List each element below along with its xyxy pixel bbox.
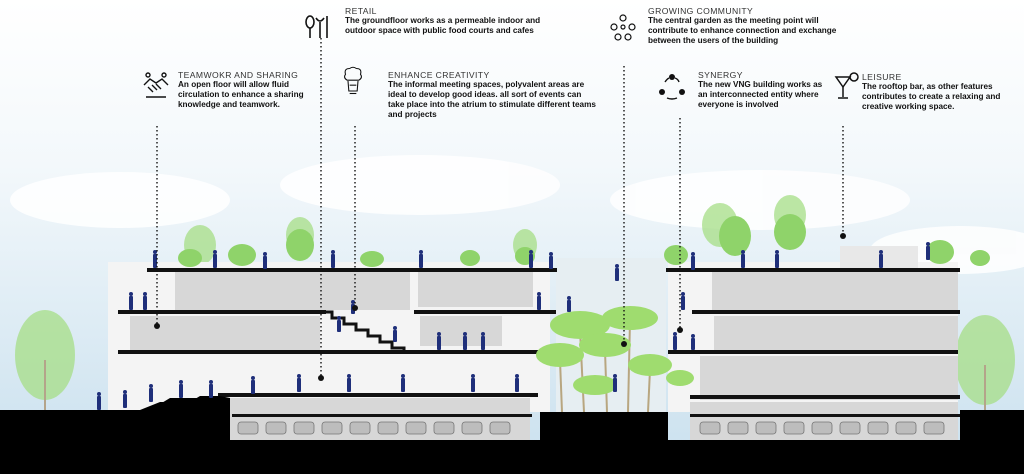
annotation-creativity: ENHANCE CREATIVITY The informal meeting … [388, 70, 598, 120]
atrium-palms [536, 306, 694, 413]
annotation-synergy: SYNERGY The new VNG building works as an… [698, 70, 824, 110]
people-silhouettes [97, 242, 930, 410]
handshake-icon [143, 72, 169, 98]
annotation-leisure: LEISURE The rooftop bar, as other featur… [862, 72, 1012, 112]
leader-dots [154, 233, 846, 381]
annotation-text: The central garden as the meeting point … [648, 16, 837, 45]
clouds [10, 155, 1024, 274]
entry-stepped-terrace [140, 396, 230, 412]
annotation-title: ENHANCE CREATIVITY [388, 70, 490, 80]
annotation-title: RETAIL [345, 6, 377, 16]
parking-cars [237, 421, 945, 435]
annotation-teamwork: TEAMWOKR AND SHARING An open floor will … [178, 70, 330, 110]
annotation-title: LEISURE [862, 72, 902, 82]
people-cycle-icon [659, 74, 685, 100]
annotation-text: The rooftop bar, as other features contr… [862, 82, 1001, 111]
annotation-title: SYNERGY [698, 70, 743, 80]
annotation-text: The informal meeting spaces, polyvalent … [388, 80, 596, 119]
floor-slabs [118, 268, 960, 399]
annotation-text: The groundfloor works as a permeable ind… [345, 16, 541, 35]
cocktail-icon [834, 72, 859, 99]
tree-trunks [44, 360, 986, 412]
annotation-text: An open floor will allow fluid circulati… [178, 80, 304, 109]
annotation-community: GROWING COMMUNITY The central garden as … [648, 6, 848, 46]
annotation-text: The new VNG building works as an interco… [698, 80, 823, 109]
annotation-title: TEAMWOKR AND SHARING [178, 70, 299, 80]
rooftop-plants [178, 214, 990, 267]
annotation-retail: RETAIL The groundfloor works as a permea… [345, 6, 545, 36]
background-trees [15, 195, 1015, 405]
ground-terrain [0, 398, 1024, 474]
community-network-icon [610, 14, 636, 41]
annotation-title: GROWING COMMUNITY [648, 6, 754, 16]
interior-walls [130, 272, 958, 442]
food-cutlery-icon [305, 15, 328, 38]
leader-lines [156, 38, 844, 378]
parking-slab [232, 414, 960, 417]
lightbulb-brain-icon [344, 66, 362, 95]
